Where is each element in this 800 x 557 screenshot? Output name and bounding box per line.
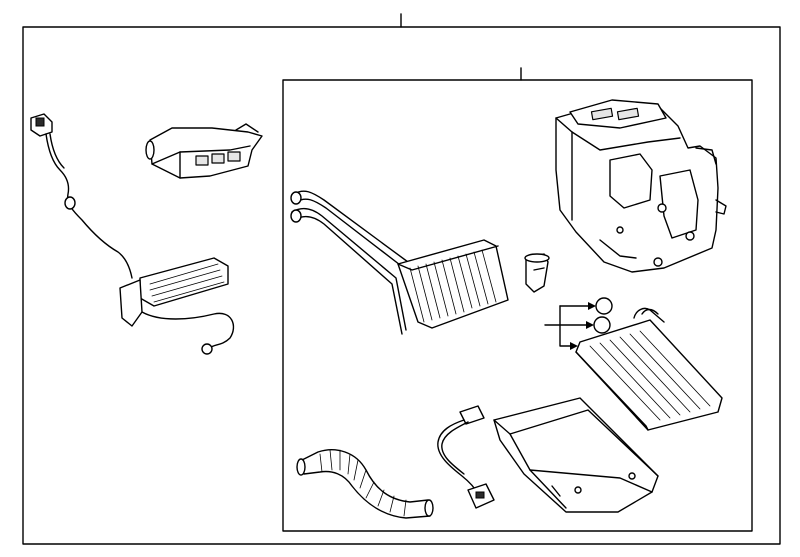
drain-hose	[296, 449, 434, 519]
o-rings	[544, 297, 613, 350]
hvac-case	[555, 99, 727, 273]
outer-frame	[22, 13, 781, 545]
control-module	[145, 123, 263, 179]
subassembly-frame	[282, 67, 753, 532]
temperature-sensor	[524, 253, 550, 293]
heater-core	[290, 190, 509, 335]
evaporator-core	[575, 307, 723, 431]
wiring-harness	[30, 113, 133, 279]
lower-case-tray	[493, 397, 659, 513]
blower-resistor	[119, 257, 235, 355]
sensor-harness	[437, 405, 495, 509]
